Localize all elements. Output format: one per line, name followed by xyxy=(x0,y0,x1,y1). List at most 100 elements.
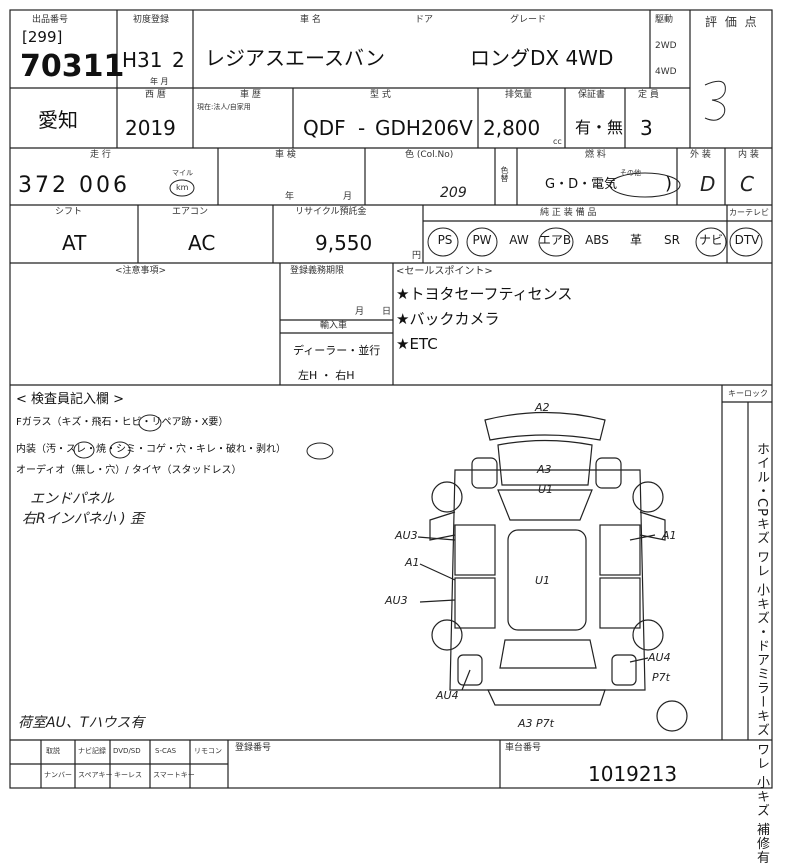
footer-smart-key: スマートキー xyxy=(153,771,195,779)
sales-point: ★バックカメラ xyxy=(396,310,500,328)
displacement: 2,800 xyxy=(483,116,541,140)
inspector-title: < 検査員記入欄 > xyxy=(16,392,125,407)
glass-line: Fガラス（キズ・飛石・ヒビ・リペア跡・X要） xyxy=(16,417,229,428)
mark-windshield: U1 xyxy=(538,483,554,496)
chassis-label: 車台番号 xyxy=(505,743,542,753)
equipment-dtv: DTV xyxy=(734,233,760,247)
exterior-label: 外 装 xyxy=(690,150,711,160)
import-label: 輸入車 xyxy=(320,321,348,331)
registration-label: 登録義務期限 xyxy=(290,266,345,276)
first-reg-label: 初度登録 xyxy=(133,15,170,25)
interior-line: 内装（汚・スレ・焼・シミ・コゲ・穴・キレ・破れ・剥れ） xyxy=(16,444,286,455)
equipment-ps: PS xyxy=(437,233,453,247)
door-label: ドア xyxy=(415,15,434,25)
first-reg-era: H31 xyxy=(122,48,163,72)
drive-4wd: 4WD xyxy=(655,67,677,77)
footer-keyless: キーレス xyxy=(114,771,142,779)
grade-label: グレード xyxy=(510,15,547,25)
mileage: 372 006 xyxy=(18,173,130,198)
mark-hood: A3 xyxy=(537,463,552,476)
equipment-aw: AW xyxy=(509,233,529,247)
mark-front-bumper: A2 xyxy=(535,401,550,414)
recycle-label: リサイクル預託金 xyxy=(295,207,367,217)
reg-day: 日 xyxy=(382,307,392,317)
type-dash: - xyxy=(358,116,366,140)
reg-month: 月 xyxy=(355,307,365,317)
displacement-unit: cc xyxy=(553,137,562,146)
year: 2019 xyxy=(125,116,176,140)
interior-grade: C xyxy=(740,172,754,196)
type-code: GDH206V xyxy=(375,116,473,140)
ac: AC xyxy=(188,231,216,255)
equipment-navi: ナビ xyxy=(698,233,723,247)
sales-label: <セールスポイント> xyxy=(396,266,493,277)
sheet-grid xyxy=(9,9,773,789)
interior-label: 内 装 xyxy=(738,150,759,160)
mark-left-tail: AU4 xyxy=(436,689,459,702)
color-label: 色 (Col.No) xyxy=(405,150,454,160)
hand-note-2: 右Rインパネ小 ) 歪 xyxy=(22,511,145,527)
notes-label: <注意事項> xyxy=(115,266,167,276)
inspect-label: 車 検 xyxy=(275,150,296,160)
equipment-airbag: エアB xyxy=(538,233,572,247)
footer-dvd: DVD/SD xyxy=(113,747,141,755)
first-reg-month: 2 xyxy=(172,48,185,72)
handle-options: 左H ・ 右H xyxy=(298,369,355,382)
mark-roof: U1 xyxy=(535,574,551,587)
lot-code: [299] xyxy=(22,28,63,46)
recycle-unit: 円 xyxy=(412,251,422,261)
auction-sheet: 出品番号 [299] 70311 初度登録 H31 2 年 月 車 名 ドア グ… xyxy=(9,9,773,865)
mark-left-mid: A1 xyxy=(405,556,420,569)
shift: AT xyxy=(62,231,87,255)
sales-point: ★トヨタセーフティセンス xyxy=(396,285,573,303)
reg-number-label: 登録番号 xyxy=(235,743,272,753)
key-lock-label: キーロック xyxy=(728,389,768,398)
equipment-extra-label: カーテレビ xyxy=(729,208,769,217)
warranty-label: 保証書 xyxy=(578,90,606,100)
model-label: 車 名 xyxy=(300,15,321,25)
drive-2wd: 2WD xyxy=(655,41,677,51)
grade: ロングDX 4WD xyxy=(470,46,614,70)
audio-line: オーディオ（無し・穴）/ タイヤ（スタッドレス） xyxy=(16,465,242,476)
car-diagram xyxy=(417,411,688,732)
warranty: 有・無 xyxy=(575,118,624,137)
score-value: 3 xyxy=(745,88,746,89)
exterior-grade: D xyxy=(700,172,716,196)
car-name: レジアスエースバン xyxy=(205,46,385,70)
history-small: 現在:法人/自家用 xyxy=(197,103,251,111)
color-value: 209 xyxy=(440,185,467,201)
ac-label: エアコン xyxy=(172,207,209,217)
mileage-label: 走 行 xyxy=(90,150,111,160)
mark-right-front: A1 xyxy=(662,529,677,542)
capacity: 3 xyxy=(640,116,653,140)
score-label: 評 価 点 xyxy=(705,15,759,29)
inspect-month: 月 xyxy=(343,192,353,202)
footer-spare-key: スペアキー xyxy=(78,771,113,779)
shift-label: シフト xyxy=(55,207,83,217)
mark-right-rear-2: P7t xyxy=(652,671,670,684)
equipment-leather: 革 xyxy=(629,233,642,247)
lot-label: 出品番号 xyxy=(32,15,69,25)
hand-note-3: 荷室AU、Tハウス有 xyxy=(18,715,145,731)
mark-left-front: AU3 xyxy=(395,529,418,542)
capacity-label: 定 員 xyxy=(638,90,659,100)
fuel-options: G・D・電気 xyxy=(545,177,618,192)
equipment-label: 純 正 装 備 品 xyxy=(540,208,597,218)
inspect-year: 年 xyxy=(285,192,295,202)
color-change-label: 色替 xyxy=(500,166,509,182)
history-label: 車 歴 xyxy=(240,90,261,100)
mileage-unit: km xyxy=(176,183,189,192)
type-label: 型 式 xyxy=(370,90,391,100)
type-prefix: QDF xyxy=(303,116,346,140)
chassis-number: 1019213 xyxy=(588,762,678,786)
sales-point: ★ETC xyxy=(396,335,438,353)
sales-points: ★トヨタセーフティセンス ★バックカメラ ★ETC xyxy=(396,287,572,352)
dealer-options: ディーラー・並行 xyxy=(293,344,381,357)
footer-manual: 取説 xyxy=(46,747,60,755)
footer-plate: ナンバー xyxy=(44,771,72,779)
footer-remote: リモコン xyxy=(194,747,222,755)
year-label: 西 暦 xyxy=(145,90,166,100)
region: 愛知 xyxy=(38,108,78,132)
mark-left-rear: AU3 xyxy=(385,594,408,607)
footer-scas: S-CAS xyxy=(155,747,177,755)
